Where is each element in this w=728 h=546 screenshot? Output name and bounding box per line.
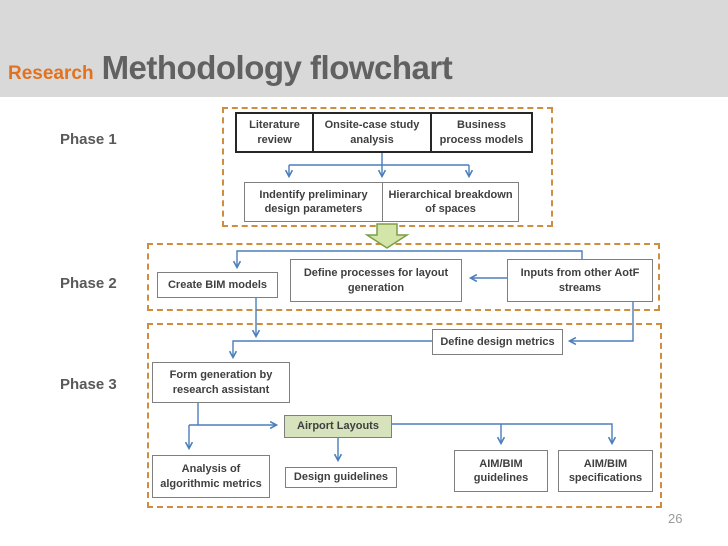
node-airport-layouts: Airport Layouts — [284, 415, 392, 438]
phase3-label: Phase 3 — [60, 376, 117, 393]
phase1-label: Phase 1 — [60, 131, 117, 148]
node-analysis-algorithmic-metrics: Analysis of algorithmic metrics — [152, 455, 270, 498]
phase2-label: Phase 2 — [60, 275, 117, 292]
slide-header: Research Methodology flowchart — [0, 0, 728, 97]
node-create-bim-models: Create BIM models — [157, 272, 278, 298]
node-onsite-case-study: Onsite-case study analysis — [312, 114, 430, 151]
title-kicker: Research — [8, 63, 94, 84]
node-hierarchical-breakdown: Hierarchical breakdown of spaces — [382, 183, 518, 221]
node-literature-review: Literature review — [237, 114, 312, 151]
page-title: Methodology flowchart — [101, 49, 453, 86]
node-design-guidelines: Design guidelines — [285, 467, 397, 488]
node-define-processes: Define processes for layout generation — [290, 259, 462, 302]
node-aim-bim-guidelines: AIM/BIM guidelines — [454, 450, 548, 492]
phase2-group-outline — [147, 243, 660, 311]
node-define-design-metrics: Define design metrics — [432, 329, 563, 355]
node-inputs-aotf-streams: Inputs from other AotF streams — [507, 259, 653, 302]
page-number: 26 — [668, 511, 683, 526]
phase-transition-arrow-icon — [363, 223, 411, 249]
phase1-bottom-row: Indentify preliminary design parameters … — [244, 182, 519, 222]
phase1-top-row: Literature review Onsite-case study anal… — [235, 112, 533, 153]
phase3-group-outline — [147, 323, 662, 508]
node-aim-bim-specifications: AIM/BIM specifications — [558, 450, 653, 492]
node-business-process-models: Business process models — [430, 114, 531, 151]
slide-title-group: Research Methodology flowchart — [8, 49, 453, 87]
node-identify-parameters: Indentify preliminary design parameters — [245, 183, 382, 221]
node-form-generation: Form generation by research assistant — [152, 362, 290, 403]
